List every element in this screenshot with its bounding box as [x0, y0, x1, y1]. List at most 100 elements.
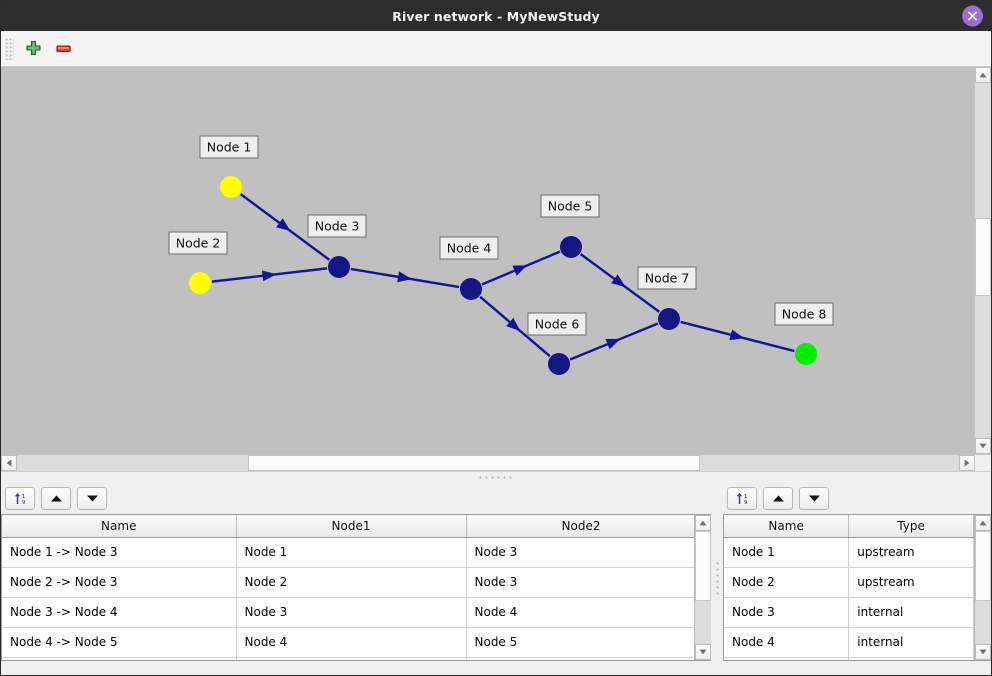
column-header-name[interactable]: Name: [724, 515, 850, 538]
scroll-up-button[interactable]: [975, 67, 991, 83]
cell-type[interactable]: internal: [848, 597, 974, 628]
nodes-sort-button[interactable]: 1 9: [727, 486, 757, 510]
cell-name[interactable]: Node 2: [724, 567, 850, 598]
column-header-name[interactable]: Name: [2, 515, 237, 538]
title-bar: River network - MyNewStudy: [1, 1, 991, 31]
reaches-vscroll-track[interactable]: [695, 531, 711, 644]
nodes-toolbar: 1 9: [723, 482, 991, 514]
nodes-scroll-down-button[interactable]: [975, 644, 991, 660]
edge-arrow-icon: [611, 274, 626, 288]
node-label-box[interactable]: [637, 266, 697, 290]
cell-node1[interactable]: Node 1: [236, 537, 467, 568]
cell-name[interactable]: Node 4 -> Node 5: [2, 627, 237, 658]
reaches-vscroll-thumb[interactable]: [695, 531, 711, 602]
graph-node[interactable]: [560, 236, 582, 258]
cell-node2[interactable]: Node 3: [466, 537, 694, 568]
nodes-vscroll-track[interactable]: [975, 531, 991, 644]
scrollbar-corner: [975, 455, 991, 471]
graph-node[interactable]: [189, 272, 211, 294]
cell-node1[interactable]: Node 3: [236, 597, 467, 628]
cell-type[interactable]: internal: [848, 627, 974, 658]
nodes-move-down-button[interactable]: [799, 486, 829, 510]
graph-node[interactable]: [328, 256, 350, 278]
graph-node[interactable]: [220, 176, 242, 198]
nodes-scroll-up-button[interactable]: [975, 515, 991, 531]
graph-node[interactable]: [460, 278, 482, 300]
add-node-button[interactable]: [18, 34, 48, 64]
column-header-node1[interactable]: Node1: [236, 515, 467, 538]
scroll-right-button[interactable]: [959, 455, 975, 471]
reaches-scroll-up-button[interactable]: [695, 515, 711, 531]
cell-name[interactable]: Node 1: [724, 537, 850, 568]
canvas-vscroll-thumb[interactable]: [975, 217, 991, 296]
reaches-scroll-down-button[interactable]: [695, 644, 711, 660]
cell-name[interactable]: Node 4: [724, 627, 850, 658]
graph-node[interactable]: [795, 343, 817, 365]
node-label-box[interactable]: [774, 302, 834, 326]
nodes-vertical-scrollbar[interactable]: [974, 515, 991, 660]
canvas-vscroll-track[interactable]: [975, 83, 991, 438]
canvas-vertical-scrollbar[interactable]: [974, 67, 991, 454]
canvas-tables-splitter[interactable]: [1, 471, 991, 482]
reaches-vertical-scrollbar[interactable]: [694, 515, 711, 660]
canvas-hscroll-track[interactable]: [17, 455, 959, 471]
node-label-box[interactable]: [307, 214, 367, 238]
close-button[interactable]: [962, 5, 983, 27]
node-label-box[interactable]: [527, 312, 587, 336]
canvas-horizontal-scrollbar[interactable]: [1, 454, 991, 471]
cell-node2[interactable]: Node 4: [466, 597, 694, 628]
canvas-hscroll-thumb[interactable]: [247, 455, 700, 471]
scroll-left-button[interactable]: [1, 455, 17, 471]
edge-layer: [211, 193, 795, 361]
cell-name[interactable]: Node 3: [724, 597, 850, 628]
delete-node-button[interactable]: [48, 34, 78, 64]
cell-node2[interactable]: Node 5: [466, 627, 694, 658]
cell-node1[interactable]: Node 4: [236, 627, 467, 658]
cell-type[interactable]: upstream: [848, 567, 974, 598]
node-label-box[interactable]: [199, 135, 259, 159]
cell-name[interactable]: Node 2 -> Node 3: [2, 567, 237, 598]
cell-name[interactable]: Node 3 -> Node 4: [2, 597, 237, 628]
empty-cell: [724, 657, 850, 660]
scroll-down-button[interactable]: [975, 438, 991, 454]
nodes-vscroll-thumb[interactable]: [975, 531, 991, 602]
tables-splitter[interactable]: [711, 482, 723, 675]
cell-type[interactable]: upstream: [848, 537, 974, 568]
node-label-text: Node 5: [548, 199, 593, 214]
reaches-move-down-button[interactable]: [77, 486, 107, 510]
node-label-box[interactable]: [540, 194, 600, 218]
node-label-text: Node 7: [645, 271, 690, 286]
toolbar-drag-handle[interactable]: [5, 37, 14, 60]
reaches-move-up-button[interactable]: [41, 486, 71, 510]
empty-cell: [848, 657, 974, 660]
empty-cell: [2, 657, 237, 660]
column-header-type[interactable]: Type: [848, 515, 974, 538]
graph-node[interactable]: [658, 308, 680, 330]
cell-node2[interactable]: Node 3: [466, 567, 694, 598]
edge-arrow-icon: [261, 270, 277, 282]
graph-node[interactable]: [548, 353, 570, 375]
cell-name[interactable]: Node 1 -> Node 3: [2, 537, 237, 568]
nodes-move-up-button[interactable]: [763, 486, 793, 510]
reaches-sort-button[interactable]: 1 9: [5, 486, 35, 510]
node-label-box[interactable]: [168, 231, 228, 255]
triangle-up-icon: [979, 72, 987, 78]
node-label-text: Node 4: [447, 241, 492, 256]
cell-node1[interactable]: Node 2: [236, 567, 467, 598]
column-header-node2[interactable]: Node2: [466, 515, 694, 538]
node-label-box[interactable]: [439, 236, 499, 260]
